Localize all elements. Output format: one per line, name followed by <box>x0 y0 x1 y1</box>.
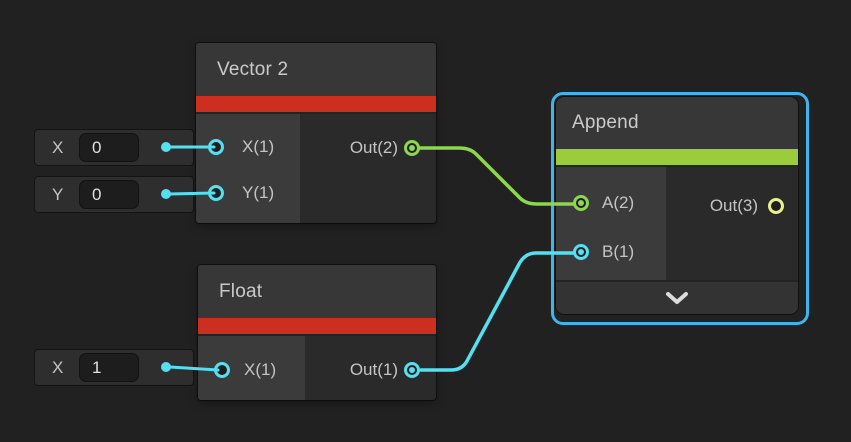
y-value-field[interactable] <box>79 180 139 209</box>
port-label: X(1) <box>244 360 277 379</box>
node-accent-bar <box>198 318 436 334</box>
node-accent-bar <box>556 149 798 165</box>
node-body: Append A(2) B(1) Out(3) <box>556 97 798 314</box>
node-title: Vector 2 <box>196 43 436 96</box>
port-label: X(1) <box>242 137 275 156</box>
output-port-out1[interactable] <box>404 362 420 378</box>
field-label: X <box>52 138 64 157</box>
edge-out1-to-b[interactable] <box>419 251 576 372</box>
port-label: Out(2) <box>349 138 398 157</box>
input-column <box>556 167 666 281</box>
divider <box>556 165 798 167</box>
output-port-out2[interactable] <box>404 140 420 156</box>
value-widget-y0: Y <box>35 177 193 212</box>
field-label: X <box>52 358 64 377</box>
divider <box>196 112 436 114</box>
divider <box>198 334 436 336</box>
connector-dot <box>161 189 171 199</box>
port-label: Out(1) <box>349 360 398 379</box>
connector-dot <box>161 142 171 152</box>
x-value-field[interactable] <box>79 133 139 162</box>
field-label: Y <box>52 185 64 204</box>
connector-dot <box>161 362 171 372</box>
node-title: Append <box>556 97 798 149</box>
port-label: A(2) <box>602 193 635 212</box>
input-column <box>196 114 300 223</box>
node-title: Float <box>198 265 436 318</box>
value-widget-x1: X <box>35 350 193 385</box>
output-port-out3[interactable] <box>768 198 784 214</box>
widget-wire-y <box>168 191 216 196</box>
x-value-field[interactable] <box>79 353 139 382</box>
node-collapse-button[interactable] <box>556 280 798 314</box>
port-label: B(1) <box>602 242 635 261</box>
node-float[interactable]: Float X(1) Out(1) <box>198 265 436 400</box>
edge-out2-to-a[interactable] <box>418 146 576 206</box>
port-label: Out(3) <box>709 196 758 215</box>
node-vector2[interactable]: Vector 2 X(1) Y(1) Out(2) <box>196 43 436 223</box>
node-append-selected[interactable]: Append A(2) B(1) Out(3) <box>551 92 809 325</box>
node-accent-bar <box>196 96 436 112</box>
widget-wire-x1 <box>168 365 220 372</box>
chevron-down-icon <box>666 292 688 304</box>
port-label: Y(1) <box>242 183 275 202</box>
value-widget-x0: X <box>35 130 193 165</box>
